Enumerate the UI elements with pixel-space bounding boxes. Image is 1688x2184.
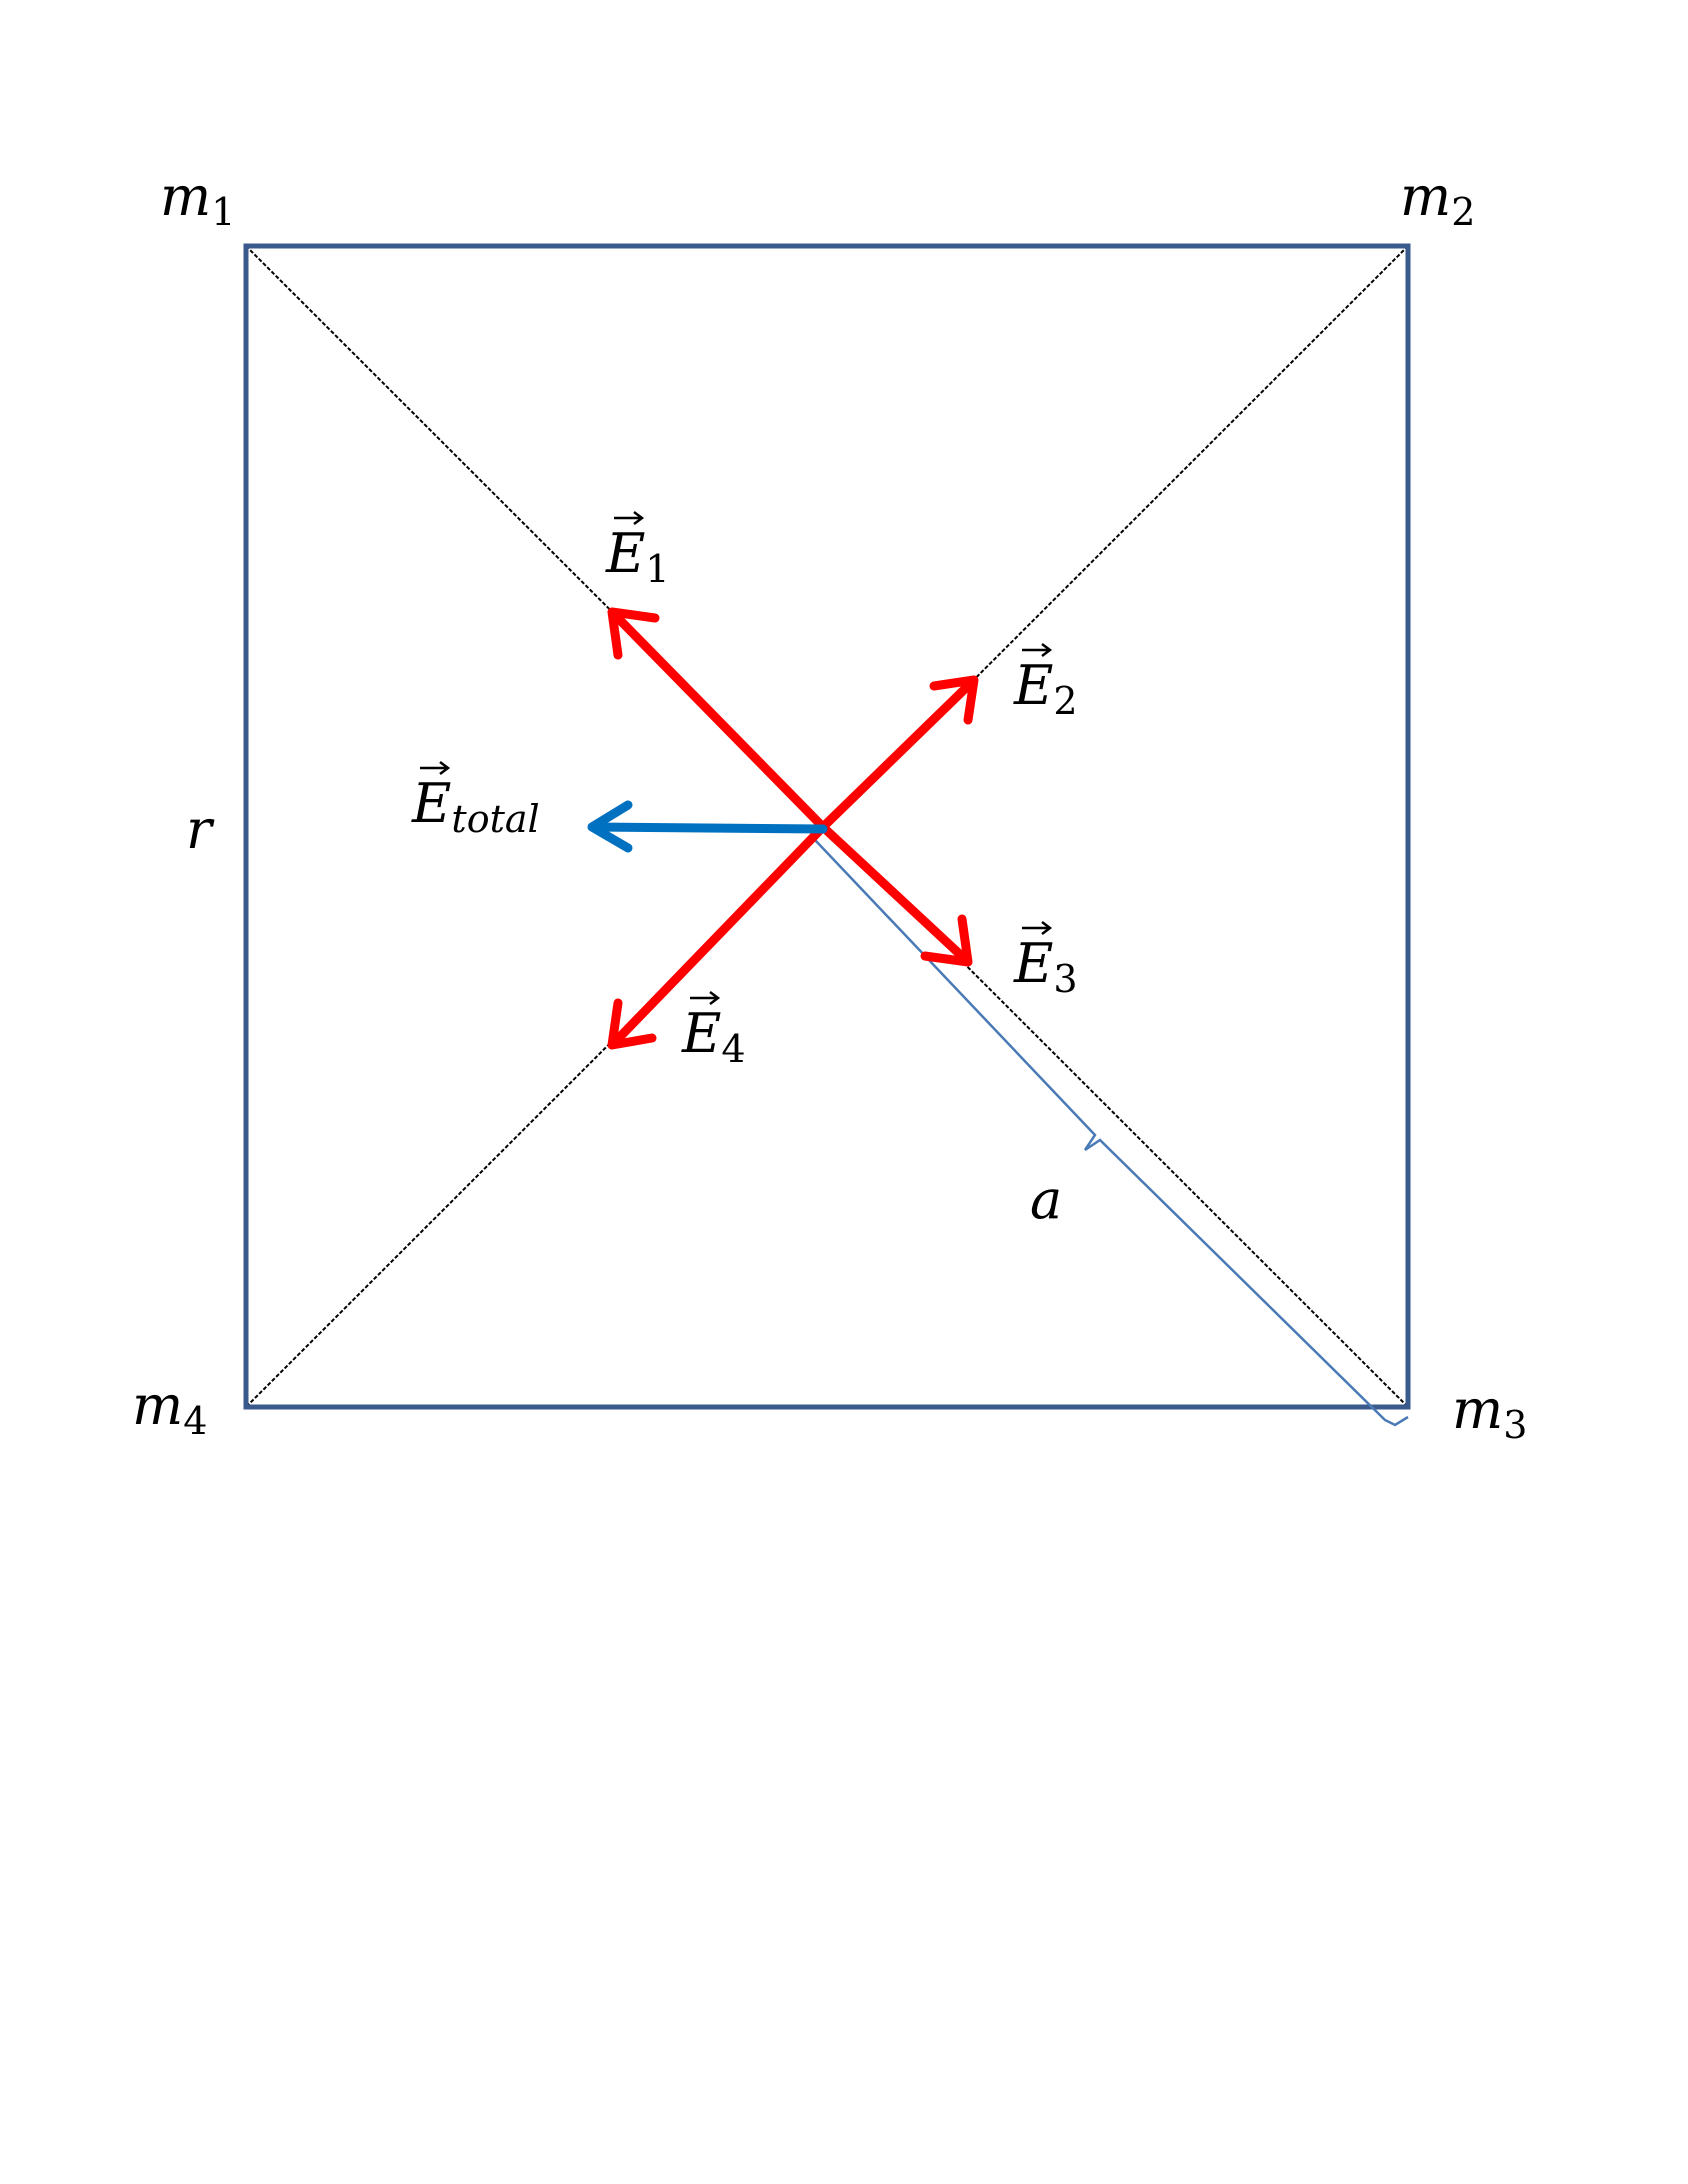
mass-label-m2: m2	[1400, 165, 1475, 234]
distance-bracket-a	[813, 827, 1409, 1427]
distance-label-a: a	[1030, 1168, 1062, 1231]
vector-arrow-icon	[690, 991, 721, 1005]
total-field-label: Etotal	[411, 761, 540, 841]
field-label-e1: E1	[605, 511, 670, 591]
svg-text:Etotal: Etotal	[411, 772, 540, 841]
diagonal-m1-m3	[245, 245, 1409, 1408]
vector-arrow-icon	[1022, 921, 1053, 935]
field-label-e4: E4	[681, 991, 746, 1071]
total-field-arrow	[587, 800, 828, 853]
svg-text:E2: E2	[1013, 654, 1078, 723]
field-arrow-e3	[818, 822, 973, 967]
svg-text:E3: E3	[1013, 932, 1078, 1001]
vector-arrow-icon	[420, 761, 451, 775]
svg-text:E4: E4	[681, 1002, 746, 1071]
side-label-r: r	[186, 798, 215, 861]
field-label-e2: E2	[1013, 643, 1078, 723]
diagonal-m2-m4	[245, 245, 1409, 1408]
field-arrow-e1	[607, 607, 828, 832]
vector-arrow-icon	[1022, 643, 1053, 657]
field-arrow-e2	[818, 675, 979, 832]
mass-label-m3: m3	[1452, 1378, 1527, 1447]
mass-label-m4: m4	[132, 1374, 207, 1443]
field-arrow-e4	[607, 822, 828, 1050]
vector-arrow-icon	[614, 511, 645, 525]
mass-label-m1: m1	[160, 165, 235, 234]
field-label-e3: E3	[1013, 921, 1078, 1001]
svg-text:E1: E1	[605, 522, 670, 591]
square	[243, 243, 1411, 1410]
